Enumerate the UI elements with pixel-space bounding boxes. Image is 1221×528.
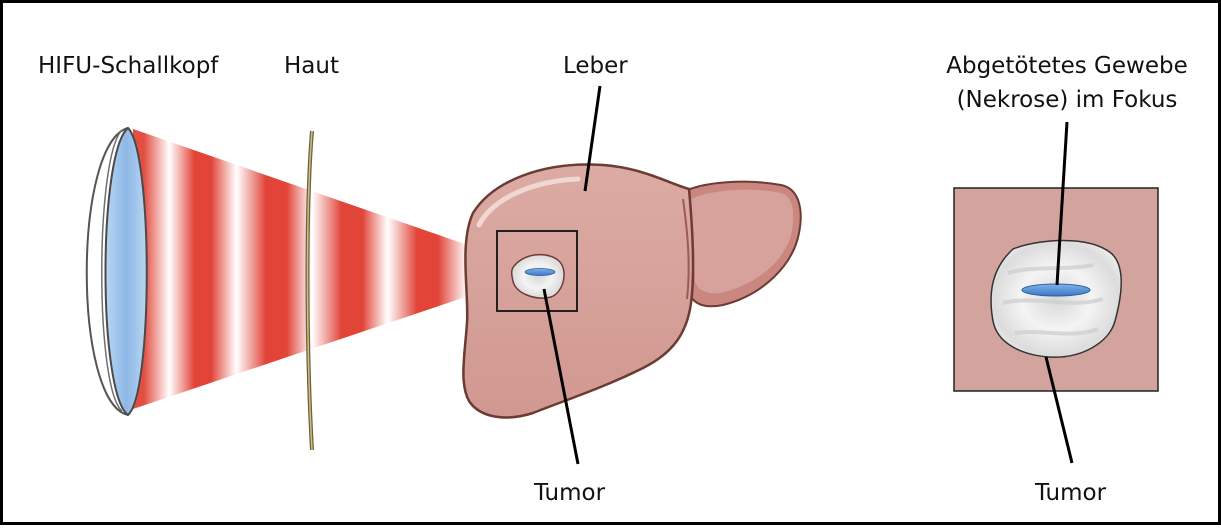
liver xyxy=(463,164,800,417)
label-liver: Leber xyxy=(563,53,628,79)
label-tumor-right: Tumor xyxy=(1034,480,1107,506)
hifu-diagram: HIFU-Schallkopf Haut Leber Abgetötetes G… xyxy=(3,3,1221,528)
magnified-inset xyxy=(954,188,1158,391)
label-necrosis-line1: Abgetötetes Gewebe xyxy=(946,53,1188,79)
label-tumor-left: Tumor xyxy=(533,480,606,506)
label-necrosis-line2: (Nekrose) im Fokus xyxy=(957,87,1178,113)
label-transducer: HIFU-Schallkopf xyxy=(38,53,219,79)
hifu-transducer xyxy=(87,128,147,415)
tumor-in-liver xyxy=(512,255,564,298)
focus-lesion-small xyxy=(525,269,555,276)
label-skin: Haut xyxy=(284,53,339,79)
focus-lesion-large xyxy=(1022,284,1090,296)
